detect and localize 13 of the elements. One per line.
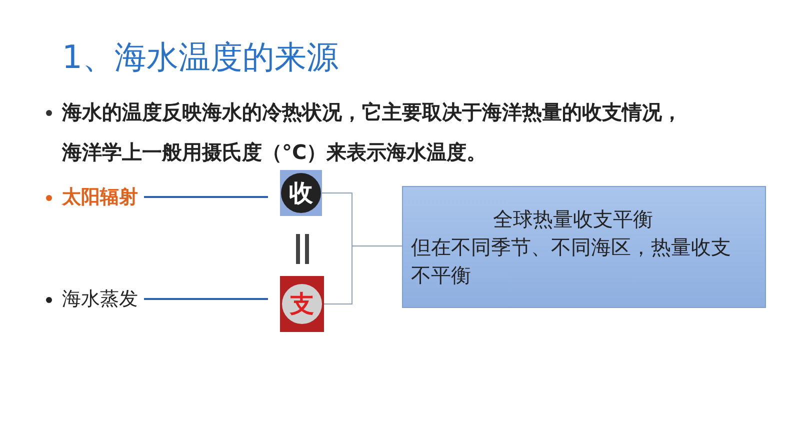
text-box bbox=[402, 186, 766, 308]
badge-icon: 支 bbox=[282, 284, 322, 324]
slide-title: 1、海水温度的来源 bbox=[62, 37, 338, 78]
paragraph-text: 海水的温度反映海水的冷热状况，它主要取决于海洋热量的收支情况，海洋学上一般用摄氏度（°C）来表示海水温度。 bbox=[62, 99, 683, 166]
box-body-text: 但在不同季节、不同海区，热量收支不平衡 bbox=[411, 234, 732, 289]
badge-icon: 收 bbox=[281, 173, 321, 213]
bullet-text: 海水蒸发 bbox=[62, 286, 138, 312]
connector-line bbox=[324, 246, 402, 304]
connector-line bbox=[144, 196, 268, 198]
box-heading: 全球热量收支平衡 bbox=[492, 206, 654, 233]
badge-background bbox=[280, 276, 324, 332]
bullet-text: 太阳辐射 bbox=[62, 184, 138, 210]
connector-line bbox=[144, 298, 268, 300]
